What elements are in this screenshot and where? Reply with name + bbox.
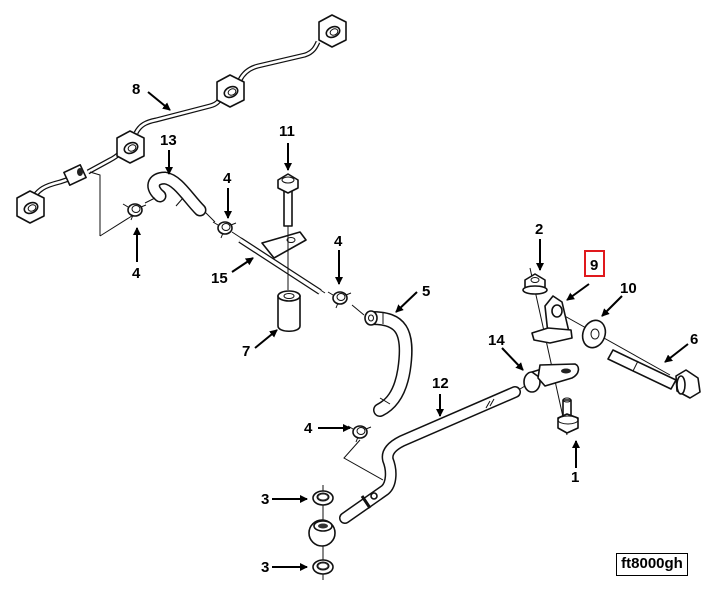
- callout-13: 13: [160, 132, 177, 149]
- injector-fuel-line: [16, 14, 347, 237]
- callout-3: 3: [261, 559, 269, 576]
- callout-3: 3: [261, 491, 269, 508]
- callout-5: 5: [422, 283, 430, 300]
- callout-6: 6: [690, 331, 698, 348]
- clip-14: [523, 363, 580, 393]
- callout-7: 7: [242, 343, 250, 360]
- hose-clamp: [327, 291, 352, 309]
- banjo-fitting: [308, 519, 336, 547]
- figure-reference-code: ft8000gh: [616, 553, 688, 576]
- callout-14: 14: [488, 332, 505, 349]
- hose-13: [144, 171, 216, 223]
- callout-1: 1: [571, 469, 579, 486]
- callout-12: 12: [432, 375, 449, 392]
- callout-4: 4: [334, 233, 343, 250]
- bolt-1: [557, 397, 579, 434]
- bolt-6: [607, 349, 701, 399]
- callout-4: 4: [304, 420, 313, 437]
- callout-8: 8: [132, 81, 140, 98]
- callout-11: 11: [279, 123, 295, 140]
- hose-clamp: [122, 203, 147, 221]
- bolt-11: [277, 173, 299, 227]
- bracket-9: [531, 295, 573, 344]
- callout-9[interactable]: 9: [590, 257, 598, 274]
- o-ring: [312, 490, 334, 506]
- callout-15: 15: [211, 270, 228, 287]
- callout-2: 2: [535, 221, 543, 238]
- callout-4: 4: [132, 265, 141, 282]
- spacer-7: [277, 290, 301, 333]
- hose-clamp: [212, 221, 237, 239]
- callout-arrows: [133, 91, 689, 571]
- highlight-box: [584, 250, 605, 277]
- fuel-line-12: [339, 382, 531, 524]
- o-ring: [312, 559, 334, 575]
- hose-clamp: [347, 425, 372, 443]
- hose-5: [351, 304, 413, 417]
- tube-15-bracket: [231, 195, 326, 295]
- flange-nut-2: [522, 273, 548, 295]
- washer-10: [581, 319, 607, 349]
- callout-10: 10: [620, 280, 637, 297]
- callout-4: 4: [223, 170, 232, 187]
